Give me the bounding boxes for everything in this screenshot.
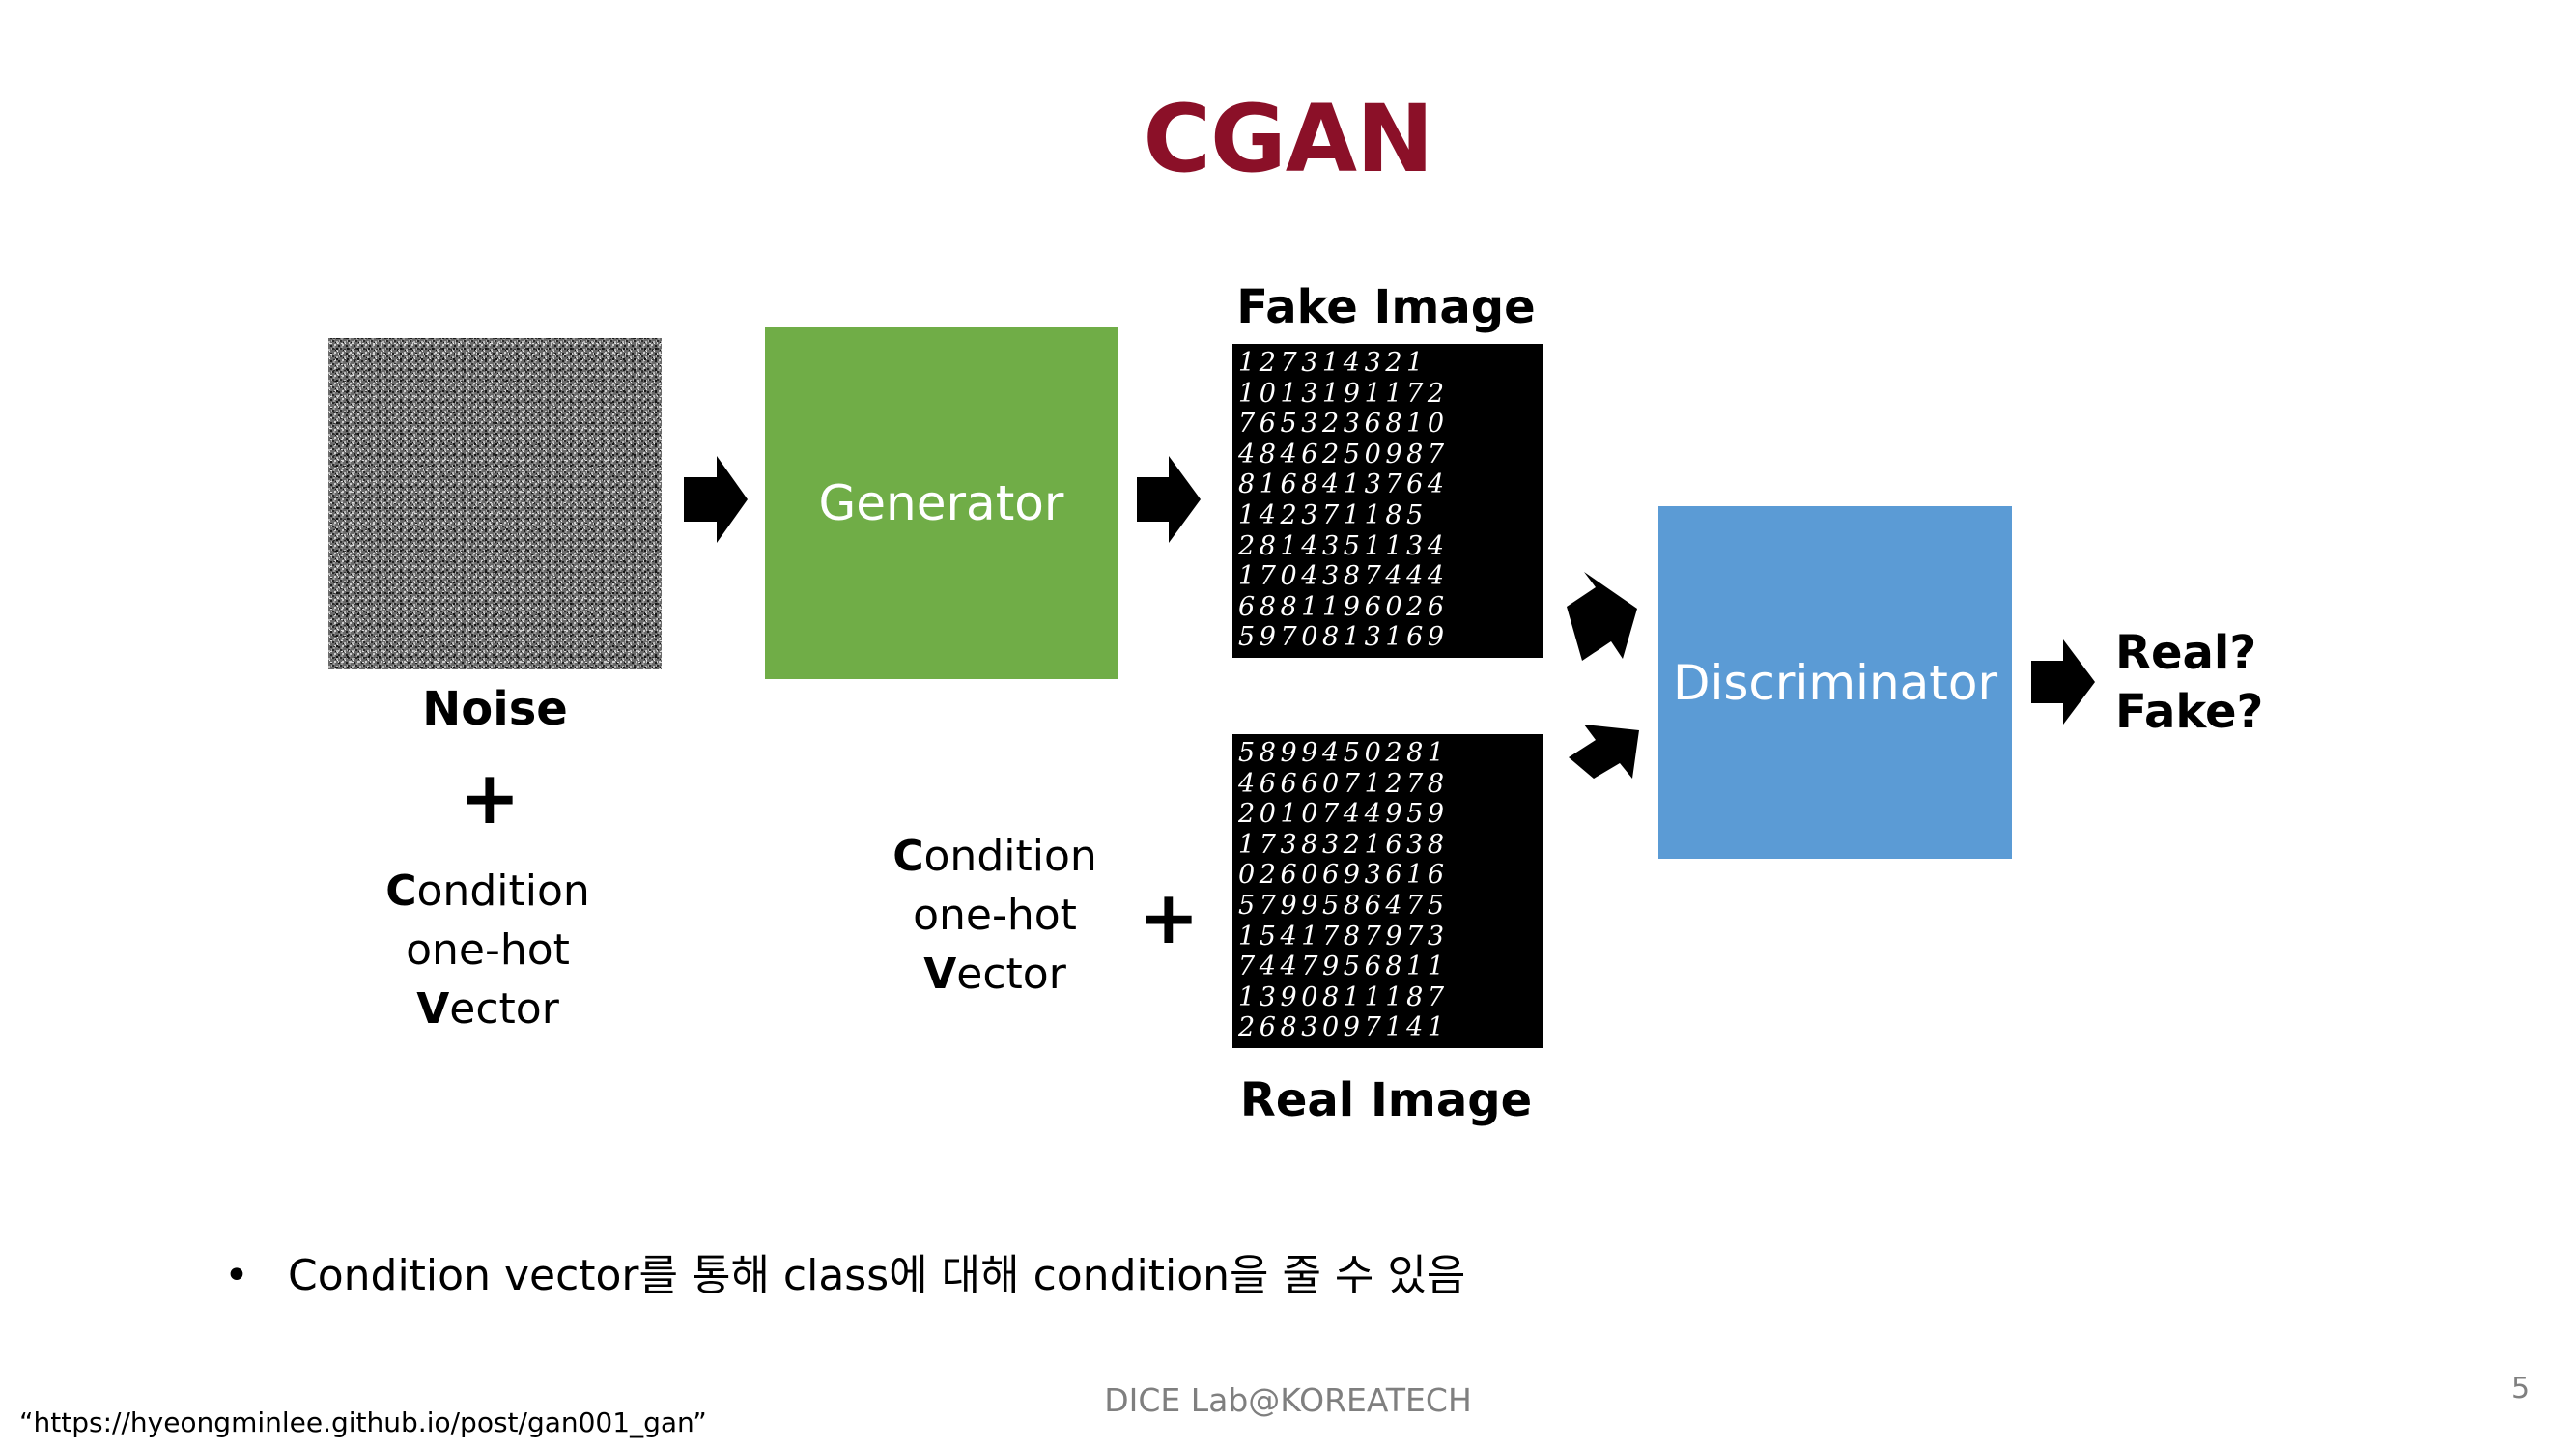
digit-row: 1 7 0 4 3 8 7 4 4 4 bbox=[1238, 561, 1444, 592]
condition-c-bold: C bbox=[892, 832, 924, 881]
condition-c-rest: ondition bbox=[923, 832, 1097, 881]
plus-sign-middle: + bbox=[1138, 874, 1200, 960]
condition-vector-left: Condition one-hot Vector bbox=[348, 862, 628, 1038]
digit-row: 1 0 1 3 1 9 1 1 7 2 bbox=[1238, 378, 1444, 409]
page-number: 5 bbox=[2511, 1372, 2531, 1406]
fake-image-label: Fake Image bbox=[1236, 280, 1536, 334]
bullet-text: Condition vector를 통해 class에 대해 condition… bbox=[288, 1251, 1466, 1300]
discriminator-box: Discriminator bbox=[1658, 506, 2012, 859]
digit-row: 4 6 6 6 0 7 1 2 7 8 bbox=[1238, 768, 1444, 799]
condition-c-rest: ondition bbox=[416, 867, 590, 916]
digit-row: 2 8 1 4 3 5 1 1 3 4 bbox=[1238, 530, 1444, 561]
digit-row: 1 4 2 3 7 1 1 8 5 bbox=[1238, 499, 1423, 530]
slide-title: CGAN bbox=[1143, 85, 1434, 193]
condition-c-bold: C bbox=[385, 867, 417, 916]
condition-v-rest: ector bbox=[956, 950, 1066, 999]
condition-v-bold: V bbox=[923, 950, 957, 999]
output-real-label: Real? bbox=[2115, 626, 2257, 680]
arrow-generator-to-fake-icon bbox=[1137, 456, 1201, 543]
source-citation: “https://hyeongminlee.github.io/post/gan… bbox=[19, 1406, 707, 1438]
noise-image bbox=[328, 338, 662, 669]
bullet-symbol: • bbox=[224, 1251, 249, 1300]
digit-row: 7 6 5 3 2 3 6 8 1 0 bbox=[1238, 409, 1444, 440]
digit-row: 1 5 4 1 7 8 7 9 7 3 bbox=[1238, 921, 1444, 952]
footer-lab: DICE Lab@KOREATECH bbox=[1104, 1381, 1472, 1419]
digit-row: 6 8 8 1 1 9 6 0 2 6 bbox=[1238, 591, 1444, 622]
digit-row: 2 0 1 0 7 4 4 9 5 9 bbox=[1238, 799, 1444, 830]
digit-row: 8 1 6 8 4 1 3 7 6 4 bbox=[1238, 469, 1444, 500]
digit-row: 1 2 7 3 1 4 3 2 1 bbox=[1238, 348, 1423, 378]
noise-label: Noise bbox=[422, 682, 568, 736]
arrow-noise-to-generator-icon bbox=[684, 456, 748, 543]
digit-row: 4 8 4 6 2 5 0 9 8 7 bbox=[1238, 439, 1444, 469]
condition-onehot: one-hot bbox=[406, 925, 570, 975]
digit-row: 7 4 4 7 9 5 6 8 1 1 bbox=[1238, 952, 1444, 982]
digit-row: 1 3 9 0 8 1 1 1 8 7 bbox=[1238, 981, 1444, 1012]
generator-label: Generator bbox=[818, 474, 1064, 531]
bullet-point: • Condition vector를 통해 class에 대해 conditio… bbox=[224, 1240, 1465, 1302]
condition-v-bold: V bbox=[416, 984, 450, 1034]
generator-box: Generator bbox=[765, 327, 1118, 679]
output-fake-label: Fake? bbox=[2115, 685, 2264, 739]
digit-row: 5 9 7 0 8 1 3 1 6 9 bbox=[1238, 622, 1444, 653]
arrow-fake-to-discriminator-icon bbox=[1567, 572, 1637, 661]
condition-v-rest: ector bbox=[449, 984, 559, 1034]
digit-row: 2 6 8 3 0 9 7 1 4 1 bbox=[1238, 1012, 1444, 1043]
real-image-label: Real Image bbox=[1239, 1073, 1533, 1127]
digit-row: 5 7 9 9 5 8 6 4 7 5 bbox=[1238, 890, 1444, 921]
arrow-discriminator-to-output-icon bbox=[2031, 639, 2095, 724]
digit-row: 0 2 6 0 6 9 3 6 1 6 bbox=[1238, 860, 1444, 891]
digit-row: 1 7 3 8 3 2 1 6 3 8 bbox=[1238, 829, 1444, 860]
condition-vector-middle: Condition one-hot Vector bbox=[855, 827, 1135, 1004]
arrow-real-to-discriminator-icon bbox=[1569, 724, 1639, 779]
discriminator-label: Discriminator bbox=[1672, 654, 1998, 711]
condition-onehot: one-hot bbox=[913, 891, 1077, 940]
output-labels: Real? Fake? bbox=[2115, 624, 2263, 742]
digit-row: 5 8 9 9 4 5 0 2 8 1 bbox=[1238, 738, 1444, 768]
plus-sign-left: + bbox=[459, 754, 521, 840]
